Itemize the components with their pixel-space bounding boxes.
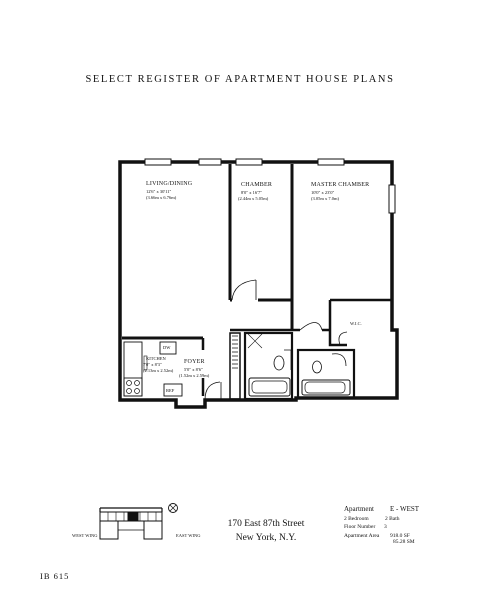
street-address: 170 East 87th Street <box>227 519 305 529</box>
foyer-label: FOYER <box>184 359 205 365</box>
chamber-label: CHAMBER <box>241 182 273 188</box>
page-title: SELECT REGISTER OF APARTMENT HOUSE PLANS <box>85 74 395 85</box>
page-number: IB 615 <box>40 571 70 581</box>
chamber-dim-m: (2.44m x 5.05m) <box>238 196 269 201</box>
baths-text: 2 Bath <box>385 516 400 522</box>
living-dining-dim-ft: 12'6" x 30'11" <box>146 189 172 194</box>
area-sqft: 918.0 SF <box>390 533 410 539</box>
apartment-value: E - WEST <box>390 505 420 513</box>
west-wing-label: WEST WING <box>72 533 98 538</box>
foyer-dim-m: (1.52m x 2.59m) <box>179 373 210 378</box>
area-sqm: 85.28 SM <box>393 539 415 545</box>
city-address: New York, N.Y. <box>235 533 297 543</box>
kitchen-dim-m: (2.13m x 2.52m) <box>143 368 174 373</box>
key-plan <box>99 503 178 540</box>
bedrooms-text: 2 Bedroom <box>344 516 369 522</box>
master-chamber-dim-ft: 10'0" x 23'0" <box>311 190 335 195</box>
apartment-label: Apartment <box>344 505 374 513</box>
master-chamber-dim-m: (3.05m x 7.0m) <box>311 196 339 201</box>
dishwasher-label: DW <box>163 345 171 350</box>
walk-in-closet-label: W.I.C. <box>350 321 362 326</box>
chamber-dim-ft: 8'0" x 16'7" <box>241 190 263 195</box>
foyer-dim-ft: 5'0" x 8'6" <box>184 367 203 372</box>
floor-value: 3 <box>384 524 387 530</box>
floor-label: Floor Number <box>344 524 376 530</box>
refrigerator-label: REF <box>166 388 175 393</box>
living-dining-dim-m: (3.66m x 6.76m) <box>146 195 177 200</box>
living-dining-label: LIVING/DINING <box>146 181 193 187</box>
kitchen-label: KITCHEN <box>146 356 166 361</box>
kitchen-dim-ft: 7'0" x 8'3" <box>143 362 162 367</box>
east-wing-label: EAST WING <box>176 533 201 538</box>
area-label: Apartment Area <box>344 533 380 539</box>
master-chamber-label: MASTER CHAMBER <box>311 182 370 188</box>
